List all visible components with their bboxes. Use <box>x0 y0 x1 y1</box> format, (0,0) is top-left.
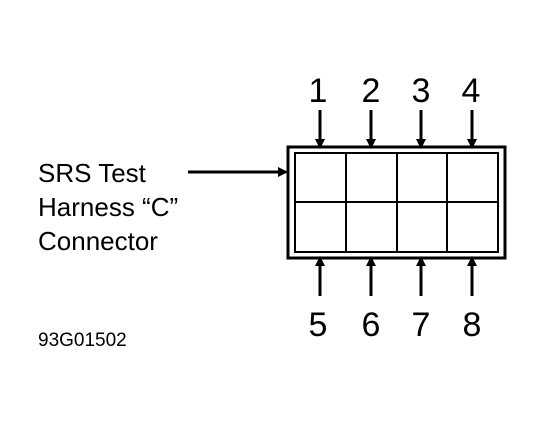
pin-label-5: 5 <box>309 306 328 344</box>
callout-line-1: SRS Test <box>38 158 147 188</box>
top-pin-arrows <box>315 110 477 149</box>
callout-line-2: Harness “C” <box>38 192 178 222</box>
figure-id: 93G01502 <box>38 330 127 351</box>
callout-line-3: Connector <box>38 226 158 256</box>
pin-label-7: 7 <box>412 306 431 344</box>
pin-label-6: 6 <box>362 306 381 344</box>
pin-label-2: 2 <box>362 72 381 110</box>
pin-label-1: 1 <box>309 72 328 110</box>
bottom-pin-arrows <box>315 256 477 296</box>
connector-outer-frame <box>286 145 507 260</box>
pin-label-4: 4 <box>462 72 481 110</box>
pin-label-8: 8 <box>463 306 482 344</box>
pin-label-3: 3 <box>412 72 431 110</box>
connector-cell-grid <box>295 153 498 252</box>
